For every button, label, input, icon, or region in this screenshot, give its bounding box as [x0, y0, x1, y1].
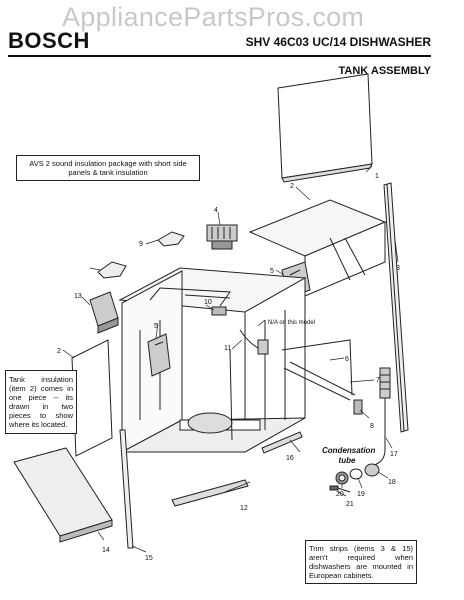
callout-2-side: 2 — [57, 348, 61, 355]
callout-6: 6 — [345, 356, 349, 363]
part-9-brackets — [97, 231, 185, 279]
callout-2-top: 2 — [290, 183, 294, 190]
part-21-screw — [329, 485, 351, 493]
callout-19: 19 — [357, 491, 365, 498]
callout-14: 14 — [102, 547, 110, 554]
trim-strips-note: Trim strips (items 3 & 15) aren't requir… — [305, 540, 417, 584]
header-rule — [8, 55, 431, 57]
leader-lines — [62, 165, 399, 553]
callout-5-right: 5 — [270, 268, 274, 275]
model-title: SHV 46C03 UC/14 DISHWASHER — [245, 35, 431, 49]
part-1-top-panel — [277, 73, 373, 183]
part-2-top-insulation — [248, 199, 387, 297]
callout-15: 15 — [145, 555, 153, 562]
callout-17: 17 — [390, 451, 398, 458]
callout-16: 16 — [286, 455, 294, 462]
section-title: TANK ASSEMBLY — [338, 65, 432, 77]
callout-4: 4 — [214, 207, 218, 214]
part-15-trim-strip — [119, 429, 134, 549]
part-11-hose — [239, 329, 269, 355]
watermark: AppliancePartsPros.com — [62, 2, 365, 32]
callout-9: 9 — [139, 241, 143, 248]
callout-12: 12 — [240, 505, 248, 512]
part-8-clip — [353, 399, 363, 415]
condensation-tube-label: Condensation tube — [322, 446, 376, 465]
callout-18: 18 — [388, 479, 396, 486]
callout-8: 8 — [370, 423, 374, 430]
part-4-connector — [206, 224, 238, 250]
callout-7: 7 — [376, 377, 380, 384]
callout-3: 3 — [396, 265, 400, 272]
part-10-nozzle — [211, 306, 227, 316]
main-tub — [118, 267, 307, 453]
callout-5-left: 5 — [154, 323, 158, 330]
part-12-bottom-strip — [171, 479, 249, 507]
part-18-cap — [364, 463, 380, 477]
part-6-rail — [281, 339, 353, 396]
callout-10: 10 — [204, 299, 212, 306]
callout-11: 11 — [224, 345, 231, 352]
na-note: N/A on this model — [268, 320, 315, 326]
part-5-left-bracket — [147, 333, 171, 377]
part-7-rails — [229, 349, 356, 441]
part-2-side-insulation — [71, 339, 113, 457]
brand-logo: BOSCH — [8, 28, 90, 53]
avs-note-box: AVS 2 sound insulation package with shor… — [16, 155, 200, 181]
part-16-front-strip — [261, 431, 303, 454]
part-3-trim-strip — [383, 182, 409, 433]
part-19-washer — [349, 468, 363, 480]
callout-21: 21 — [346, 501, 354, 508]
callout-13: 13 — [74, 293, 82, 300]
part-14-front-panel — [13, 447, 113, 543]
part-13-block — [89, 291, 119, 334]
part-20-ring — [335, 471, 349, 485]
callout-1: 1 — [375, 173, 379, 180]
callout-20: 20 — [336, 491, 344, 498]
tank-insulation-note: Tank insulation (item 2) comes in one pi… — [5, 370, 77, 434]
